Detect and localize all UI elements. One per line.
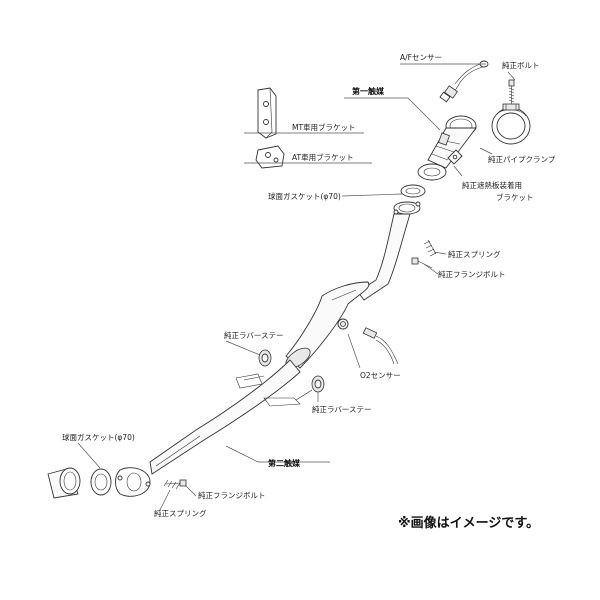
leader-lines [77, 63, 516, 511]
oem-spring-top-icon [423, 239, 437, 257]
spherical-gasket-top [400, 184, 426, 198]
oem-pipe-clamp [491, 103, 531, 145]
oem-spring-bottom-icon [163, 479, 181, 490]
spherical-gasket-bottom [90, 468, 112, 496]
label-oem-flange-bolt-top: 純正フランジボルト [438, 269, 506, 279]
rear-pipe-end [47, 467, 81, 499]
mt-bracket [257, 87, 277, 139]
label-oem-spring-bottom: 純正スプリング [154, 508, 207, 518]
label-oem-flange-bolt-bottom: 純正フランジボルト [198, 490, 266, 500]
label-first-catalyst: 第一触媒 [352, 86, 385, 96]
first-catalyst [417, 115, 477, 181]
o2-sensor [337, 318, 399, 365]
rear-flange [115, 467, 151, 497]
at-bracket [255, 145, 285, 169]
oem-flange-bolt-top-icon [411, 257, 433, 269]
front-flange [393, 201, 421, 215]
label-spherical-gasket-bottom: 球面ガスケット(φ70) [62, 432, 135, 442]
label-at-bracket: AT車用ブラケット [292, 152, 354, 162]
label-second-catalyst: 第二触媒 [268, 458, 301, 468]
disclaimer-note: ※画像はイメージです。 [398, 516, 540, 531]
label-mt-bracket: MT車用ブラケット [292, 122, 356, 132]
label-oem-rubber-stay-left: 純正ラバーステー [224, 330, 284, 340]
af-sensor [439, 60, 489, 103]
label-af-sensor: A/Fセンサー [400, 53, 442, 62]
label-heat-shield-bracket-2: ブラケット [496, 192, 534, 202]
label-oem-rubber-stay-right: 純正ラバーステー [312, 404, 372, 414]
main-pipe [149, 213, 411, 475]
label-oem-pipe-clamp: 純正パイプクランプ [488, 154, 556, 164]
label-o2-sensor: O2センサー [360, 371, 401, 380]
label-heat-shield-bracket-1: 純正遮熱板装着用 [462, 180, 522, 190]
label-spherical-gasket-top: 球面ガスケット(φ70) [268, 191, 341, 201]
label-oem-spring-top: 純正スプリング [448, 249, 501, 259]
oem-rubber-stay-right [263, 375, 325, 407]
heat-shield-bracket [447, 149, 463, 165]
oem-rubber-stay-left [235, 349, 272, 389]
label-oem-bolt: 純正ボルト [502, 60, 540, 70]
oem-bolt-icon [508, 79, 515, 104]
